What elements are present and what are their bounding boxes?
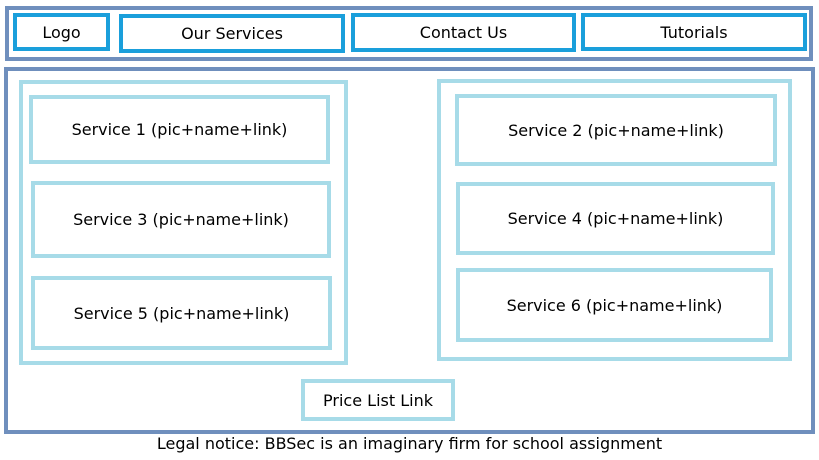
service-card-4[interactable]: Service 4 (pic+name+link)	[456, 182, 775, 255]
logo[interactable]: Logo	[13, 13, 110, 51]
header-bar	[5, 6, 813, 61]
nav-our-services-label: Our Services	[181, 24, 283, 43]
logo-label: Logo	[42, 22, 81, 42]
service-card-3-label: Service 3 (pic+name+link)	[73, 210, 289, 229]
service-card-2[interactable]: Service 2 (pic+name+link)	[455, 94, 777, 166]
service-card-6-label: Service 6 (pic+name+link)	[506, 295, 723, 315]
price-list-link[interactable]: Price List Link	[301, 379, 455, 421]
service-group-left	[19, 80, 348, 365]
nav-tutorials[interactable]: Tutorials	[581, 13, 807, 51]
service-card-5[interactable]: Service 5 (pic+name+link)	[31, 276, 332, 350]
price-list-link-label: Price List Link	[323, 390, 433, 410]
main-content-frame	[4, 67, 815, 434]
service-group-right	[437, 79, 792, 361]
service-card-1-label: Service 1 (pic+name+link)	[71, 120, 288, 139]
service-card-3[interactable]: Service 3 (pic+name+link)	[31, 181, 331, 258]
nav-contact-us-label: Contact Us	[419, 23, 508, 42]
service-card-6[interactable]: Service 6 (pic+name+link)	[456, 268, 773, 342]
service-card-1[interactable]: Service 1 (pic+name+link)	[29, 95, 330, 164]
service-card-4-label: Service 4 (pic+name+link)	[507, 209, 724, 228]
nav-tutorials-label: Tutorials	[660, 22, 728, 42]
legal-notice: Legal notice: BBSec is an imaginary firm…	[156, 434, 663, 453]
service-card-2-label: Service 2 (pic+name+link)	[508, 120, 724, 140]
nav-contact-us[interactable]: Contact Us	[351, 13, 576, 52]
nav-our-services[interactable]: Our Services	[119, 14, 345, 53]
service-card-5-label: Service 5 (pic+name+link)	[73, 303, 290, 323]
